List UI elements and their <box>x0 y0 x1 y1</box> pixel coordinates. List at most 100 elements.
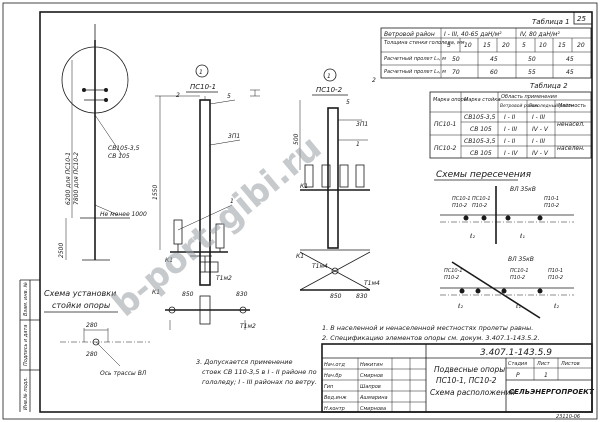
view2-dim-830: 830 <box>356 293 368 300</box>
view2-plan-tm: Т1м4 <box>364 280 380 287</box>
note-3a: 3. Допускается применение <box>196 358 292 366</box>
ct-span2: ℓ₁ <box>519 233 525 240</box>
t2-r4-wind: I - IV <box>504 150 519 157</box>
table2-h-opora: Марка опоры <box>433 97 468 103</box>
view-ps10-1: 1 ПС10-1 1550 5 3П1 1 2 К1 Т1м2 К1 <box>152 64 260 330</box>
t2-r1-ice: I - III <box>532 114 545 121</box>
ct-l5: П10-1 <box>544 196 559 202</box>
table1-title: Таблица 1 <box>532 18 570 26</box>
table2-h-stoyka: Марка стойки <box>464 97 501 103</box>
view1-plan-k1: К1 <box>152 289 160 296</box>
side-stamp-inv: Инв.№ подл. <box>23 377 29 410</box>
stamp-code: 23110-06 <box>556 414 580 420</box>
t2-r2-ice: IV - V <box>532 126 549 133</box>
ct-span1: ℓ₂ <box>469 233 475 240</box>
t2-r1-stoyka: СВ105-3,5 <box>464 114 496 121</box>
pole-mark-2: СВ 105 <box>108 153 130 160</box>
t2-r1-opora: ПС10-1 <box>434 121 456 128</box>
t1-r1-v4: 20 <box>502 42 510 49</box>
view2-callout-1: 1 <box>356 141 360 148</box>
page-number: 25 <box>577 15 586 23</box>
t1-r1-v8: 20 <box>577 42 585 49</box>
route-axis-label: Ось трассы ВЛ <box>100 370 147 377</box>
pole-mark-1: СВ105-3,5 <box>108 145 140 152</box>
t2-r3-wind: I - II <box>504 138 516 145</box>
t2-r2-wind: I - III <box>504 126 517 133</box>
t1-r1-v2: 10 <box>464 42 472 49</box>
view1-circle <box>195 64 209 78</box>
t1-r2-v1: 50 <box>452 56 460 63</box>
view2-plan-k1: К1 <box>296 253 304 260</box>
view2-circle <box>323 68 337 82</box>
t1-r1-v3: 15 <box>483 42 491 49</box>
ct-l6: П10-2 <box>544 203 559 209</box>
t1-r1-v6: 10 <box>539 42 547 49</box>
table2-h-ice: Гололедный район <box>529 103 574 109</box>
table-2: Таблица 2 Марка опоры Марка стойки Облас… <box>429 82 592 159</box>
dim-height-1: 6200 для ПС10-1 <box>65 152 72 205</box>
view1-callout-k1: К1 <box>165 257 173 264</box>
table2-h-mest: Местность <box>558 103 586 109</box>
t1-r1-v7: 15 <box>558 42 566 49</box>
tb-role-2: Нач.бр <box>324 373 342 379</box>
ct-l2: П10-2 <box>452 203 467 209</box>
t1-r1-v1: 5 <box>447 42 451 49</box>
tb-title-1: Подвесные опоры <box>434 365 505 374</box>
tb-role-3: Гип <box>324 384 334 390</box>
view1-dim-830: 830 <box>236 291 248 298</box>
table2-h-group: Область применения <box>501 94 557 100</box>
cb-l2: П10-2 <box>444 275 459 281</box>
view1-dim-1550: 1550 <box>152 185 159 200</box>
cb-span2: ℓ₁ <box>515 303 521 310</box>
cb-l4: П10-2 <box>510 275 525 281</box>
side-stamp-sign: Подпись и дата <box>23 325 29 366</box>
crossing-bottom-vl: ВЛ 35кВ <box>508 256 534 263</box>
t1-r3-v4: 45 <box>566 69 574 76</box>
view1-dim-850: 850 <box>182 291 194 298</box>
tb-title-2: ПС10-1, ПС10-2 <box>436 376 497 385</box>
view1-callout-2: 2 <box>176 92 180 99</box>
schema-title-line1: Схема установки <box>44 289 116 298</box>
crossing-bottom-vl-line <box>451 261 541 319</box>
tb-sheet-h: Лист <box>536 361 551 367</box>
t2-r4-stoyka: СВ 105 <box>470 150 492 157</box>
view1-plan-tm: Т1м2 <box>240 323 256 330</box>
table2-title: Таблица 2 <box>530 82 568 90</box>
dim-depth: 2500 <box>58 243 65 258</box>
view2-callout-2: 2 <box>372 77 376 84</box>
side-stamp-replace: Взам. инв. № <box>23 282 29 316</box>
dim-height-2: 7800 для ПС10-2 <box>73 152 80 205</box>
table1-row1-label: Толщина стенки гололеда, мм <box>384 40 465 46</box>
note-2: 2. Спецификацию элементов опоры см. доку… <box>322 334 540 342</box>
cb-span1: ℓ₂ <box>457 303 463 310</box>
t2-r4-ice: IV - V <box>532 150 549 157</box>
view1-circle-label: 1 <box>199 69 203 76</box>
t1-r3-v3: 55 <box>528 69 536 76</box>
view-ps10-2: 1 ПС10-2 500 3П1 1 5 2 К1 Т1м4 К1 Т1м4 8… <box>293 68 380 300</box>
crossing-top-vl: ВЛ 35кВ <box>510 186 536 193</box>
t2-r3-ice: I - III <box>532 138 545 145</box>
left-pole-view: 6200 для ПС10-1 7800 для ПС10-2 2500 СВ1… <box>58 24 147 261</box>
t1-r3-v1: 70 <box>452 69 460 76</box>
view2-callout-3p1: 3П1 <box>356 121 368 128</box>
doc-code: 3.407.1-143.5.9 <box>480 348 552 358</box>
view2-callout-tm: Т1м4 <box>312 263 328 270</box>
table-1: Таблица 1 Ветровой район I - III, 40-65 … <box>380 18 592 79</box>
installation-schema: Схема установки стойки опоры 280 280 Ось… <box>44 289 150 377</box>
schema-title-line2: стойки опоры <box>52 301 110 310</box>
view2-circle-label: 1 <box>327 73 331 80</box>
side-stamp: Инв.№ подл. Подпись и дата Взам. инв. № <box>19 279 40 412</box>
tb-name-1: Никитин <box>360 362 383 368</box>
view2-dim-500: 500 <box>293 133 300 145</box>
tb-name-4: Ашмарина <box>359 395 388 401</box>
view1-callout-3p1: 3П1 <box>228 133 240 140</box>
view1-callout-1: 1 <box>230 198 234 205</box>
schema-dim-2: 280 <box>86 351 98 358</box>
tb-title-3: Схема расположения <box>430 388 515 397</box>
note-1: 1. В населенной и ненаселенной местностя… <box>322 324 533 332</box>
tb-org: СЕЛЬЭНЕРГОПРОЕКТ <box>509 388 595 396</box>
cb-l6: П10-2 <box>548 275 563 281</box>
cb-l1: ПС10-1 <box>444 268 463 274</box>
